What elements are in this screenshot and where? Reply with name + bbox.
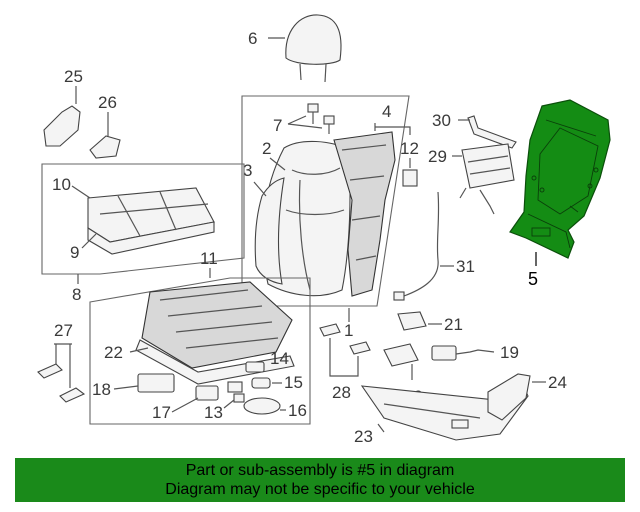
part-20 xyxy=(383,343,419,367)
callout-24: 24 xyxy=(548,373,567,392)
clip-13 xyxy=(227,381,245,403)
callout-6: 6 xyxy=(248,29,257,48)
callout-4: 4 xyxy=(382,102,391,121)
trim-cover-25: 25 xyxy=(43,67,83,147)
part-21 xyxy=(397,311,427,331)
callout-13: 13 xyxy=(204,403,223,422)
callout-23: 23 xyxy=(354,427,373,446)
callout-31: 31 xyxy=(456,257,475,276)
callout-15: 15 xyxy=(284,373,303,392)
seatback-frame xyxy=(333,131,418,297)
callout-27: 27 xyxy=(54,321,73,340)
harness-31 xyxy=(393,191,440,301)
seatback-cover xyxy=(254,140,351,297)
callout-17: 17 xyxy=(152,403,171,422)
parts-diagram: 6 7 2 3 4 12 1 xyxy=(37,14,611,446)
callout-14: 14 xyxy=(270,349,289,368)
callout-25: 25 xyxy=(64,67,83,86)
callout-3: 3 xyxy=(243,161,252,180)
callout-10: 10 xyxy=(52,175,71,194)
callout-26: 26 xyxy=(98,93,117,112)
callout-5: 5 xyxy=(528,269,538,289)
seatback-box xyxy=(241,95,410,307)
seat-cushion xyxy=(87,187,215,255)
clip-28 xyxy=(319,323,371,355)
knob-14 xyxy=(245,361,265,373)
bracket-26: 26 xyxy=(89,93,121,159)
callout-2: 2 xyxy=(262,139,271,158)
banner-line-2: Diagram may not be specific to your vehi… xyxy=(165,481,475,498)
callout-19: 19 xyxy=(500,343,519,362)
callout-8: 8 xyxy=(72,285,81,304)
info-banner: Part or sub-assembly is #5 in diagram Di… xyxy=(15,458,625,502)
part-19 xyxy=(431,345,495,361)
cushion-box xyxy=(41,163,245,275)
headrest: 6 xyxy=(248,14,342,83)
callout-7: 7 xyxy=(273,116,282,135)
bracket-30 xyxy=(467,115,517,149)
clip-27 xyxy=(37,363,86,403)
callout-1: 1 xyxy=(344,321,353,340)
callout-11: 11 xyxy=(200,249,218,268)
callout-21: 21 xyxy=(444,315,463,334)
highlighted-part-5 xyxy=(509,99,611,259)
seat-frame xyxy=(135,281,295,385)
callout-9: 9 xyxy=(70,243,79,262)
callout-30: 30 xyxy=(432,111,451,130)
knob-15 xyxy=(251,377,271,389)
trim-24 xyxy=(487,373,531,421)
callout-12: 12 xyxy=(400,139,419,158)
switch-17 xyxy=(195,385,219,401)
cover-16 xyxy=(243,397,281,415)
banner-line-1: Part or sub-assembly is #5 in diagram xyxy=(185,462,455,479)
callout-28: 28 xyxy=(332,383,351,402)
callout-29: 29 xyxy=(428,147,447,166)
frame-box xyxy=(89,277,311,425)
lumbar-29 xyxy=(459,143,515,215)
module-18 xyxy=(137,373,175,393)
callout-18: 18 xyxy=(92,380,111,399)
callout-22: 22 xyxy=(104,343,123,362)
callout-16: 16 xyxy=(288,401,307,420)
headrest-guides xyxy=(287,103,335,134)
